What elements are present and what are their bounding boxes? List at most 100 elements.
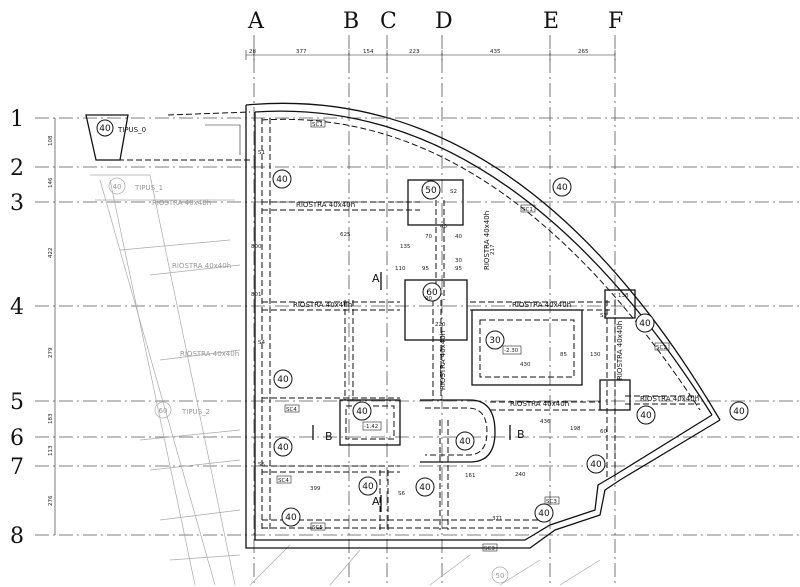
svg-text:40: 40	[639, 319, 651, 329]
detail-tags: SC1 SC1 SC2 SC3 SC3 SC4 SC4 SC5 S1 S2 S3…	[258, 119, 670, 552]
svg-text:40: 40	[419, 483, 431, 493]
svg-text:SC2: SC2	[656, 345, 667, 351]
svg-text:TIPUS_1: TIPUS_1	[134, 184, 163, 192]
svg-text:50: 50	[496, 572, 505, 580]
svg-text:A: A	[372, 495, 380, 508]
svg-text:A: A	[247, 9, 265, 34]
svg-text:S6: S6	[398, 491, 405, 497]
svg-text:110: 110	[395, 266, 406, 272]
svg-text:D: D	[435, 9, 453, 34]
svg-text:B: B	[343, 9, 359, 34]
svg-text:TIPUS_2: TIPUS_2	[181, 408, 210, 416]
svg-text:625: 625	[340, 232, 351, 238]
svg-text:B: B	[517, 428, 525, 441]
svg-text:240: 240	[515, 472, 526, 478]
svg-text:40: 40	[640, 411, 652, 421]
svg-text:40: 40	[277, 443, 289, 453]
svg-text:40: 40	[277, 375, 289, 385]
svg-text:3: 3	[10, 191, 24, 216]
svg-text:SC1: SC1	[522, 207, 533, 213]
svg-text:SC5: SC5	[312, 525, 323, 531]
svg-text:801: 801	[251, 292, 262, 298]
svg-text:40: 40	[113, 183, 122, 191]
svg-text:6: 6	[10, 426, 24, 451]
svg-text:RIOSTRA 40x40h: RIOSTRA 40x40h	[172, 262, 231, 270]
svg-text:S4: S4	[258, 340, 265, 346]
top-dimension-chain: 28 377 154 223 435 265	[245, 49, 616, 60]
svg-text:40: 40	[556, 183, 568, 193]
svg-text:40: 40	[538, 509, 550, 519]
svg-text:40: 40	[440, 224, 447, 230]
svg-text:5: 5	[10, 390, 24, 415]
beam-labels: RIOSTRA 40x40h RIOSTRA 40x40h RIOSTRA 40…	[293, 201, 699, 408]
svg-text:F: F	[608, 9, 623, 34]
svg-text:RIOSTRA 40x40h: RIOSTRA 40x40h	[616, 321, 624, 380]
left-dimension-chain: 108 146 422 279 183 113 276	[48, 118, 56, 535]
svg-text:436: 436	[540, 419, 551, 425]
svg-text:70: 70	[425, 234, 432, 240]
svg-text:7: 7	[10, 455, 24, 480]
svg-text:40: 40	[459, 437, 471, 447]
svg-text:SC3: SC3	[484, 546, 495, 552]
svg-text:30: 30	[455, 258, 462, 264]
svg-text:SC1: SC1	[312, 122, 323, 128]
inner-dimensions: 625 135 110 95 95 70 40 40 217 800 801 4…	[251, 224, 629, 522]
svg-text:130: 130	[590, 352, 601, 358]
svg-text:40: 40	[99, 124, 111, 134]
svg-text:RIOSTRA 40x40h: RIOSTRA 40x40h	[180, 350, 239, 358]
svg-text:113: 113	[48, 445, 54, 456]
svg-text:161: 161	[465, 473, 476, 479]
svg-text:108: 108	[48, 135, 54, 146]
svg-text:399: 399	[310, 486, 321, 492]
svg-text:154: 154	[363, 49, 374, 55]
svg-text:183: 183	[48, 413, 54, 424]
interior-beams	[261, 118, 700, 530]
svg-text:RIOSTRA 40x40h: RIOSTRA 40x40h	[640, 395, 699, 403]
svg-text:50: 50	[425, 186, 437, 196]
svg-text:1: 1	[10, 107, 24, 132]
svg-text:28: 28	[249, 49, 256, 55]
svg-text:279: 279	[48, 347, 54, 358]
svg-text:265: 265	[578, 49, 589, 55]
svg-text:85: 85	[560, 352, 567, 358]
svg-text:-2.30: -2.30	[504, 348, 519, 354]
svg-text:146: 146	[48, 177, 54, 188]
svg-text:RIOSTRA 40x40h: RIOSTRA 40x40h	[152, 199, 211, 207]
svg-text:A: A	[372, 272, 380, 285]
svg-text:RIOSTRA 40x40h: RIOSTRA 40x40h	[512, 301, 571, 309]
ghost-underlay: RIOSTRA 40x40h RIOSTRA 40x40h RIOSTRA 40…	[90, 174, 601, 586]
svg-text:4: 4	[10, 295, 24, 320]
svg-text:E: E	[543, 9, 559, 34]
svg-text:40: 40	[356, 407, 368, 417]
svg-text:2: 2	[10, 156, 24, 181]
svg-text:40: 40	[285, 513, 297, 523]
svg-text:TIPUS_0: TIPUS_0	[117, 126, 146, 134]
svg-text:S3: S3	[600, 313, 607, 319]
svg-text:SC4: SC4	[278, 478, 289, 484]
footing-tags: 40 50 40 60 30 40 40 40 40 40 40 40 40 4…	[272, 169, 749, 527]
svg-text:95: 95	[455, 266, 462, 272]
svg-text:220: 220	[435, 322, 446, 328]
svg-text:435: 435	[490, 49, 501, 55]
svg-text:30: 30	[489, 336, 501, 346]
svg-text:422: 422	[48, 248, 54, 259]
svg-text:276: 276	[48, 495, 54, 506]
section-marks: A A B B	[312, 272, 525, 512]
svg-text:8: 8	[10, 524, 24, 549]
svg-text:RIOSTRA 40x40h: RIOSTRA 40x40h	[439, 331, 447, 390]
svg-text:90: 90	[425, 296, 432, 302]
svg-text:S1: S1	[258, 150, 265, 156]
svg-text:198: 198	[570, 426, 581, 432]
svg-text:S5: S5	[258, 462, 265, 468]
svg-text:138: 138	[618, 293, 629, 299]
svg-text:SC3: SC3	[546, 499, 557, 505]
svg-text:S2: S2	[450, 189, 457, 195]
column-axis-labels: A B C D E F	[247, 9, 623, 34]
svg-text:RIOSTRA 40x40h: RIOSTRA 40x40h	[296, 201, 355, 209]
svg-text:217: 217	[490, 244, 496, 255]
tipus0-foundation: 40 TIPUS_0	[85, 111, 251, 161]
svg-text:40: 40	[733, 407, 745, 417]
svg-text:B: B	[325, 430, 333, 443]
svg-text:40: 40	[590, 460, 602, 470]
